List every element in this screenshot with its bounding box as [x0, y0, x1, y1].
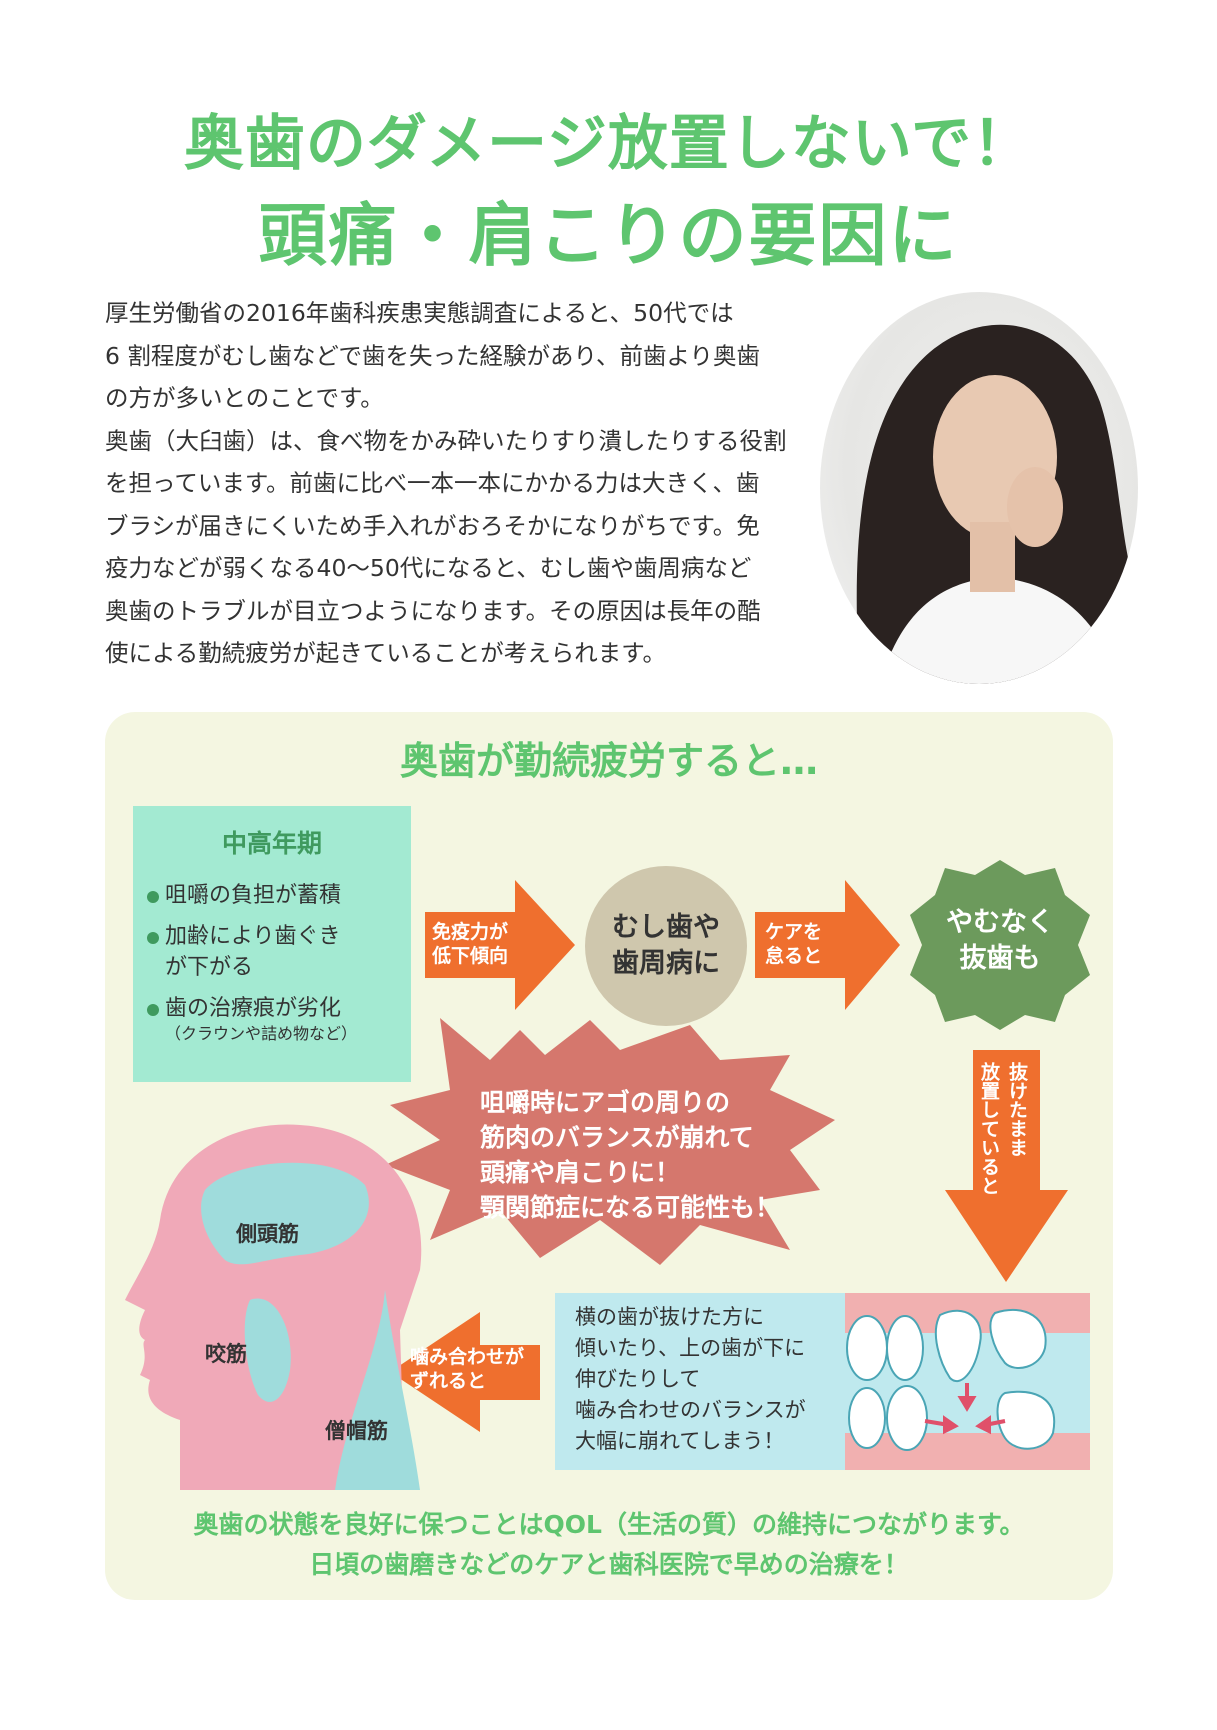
intro-line: 6 割程度がむし歯などで歯を失った経験があり、前歯より奥歯 [105, 341, 761, 370]
warning-line: 咀嚼時にアゴの周りの [480, 1088, 731, 1117]
bottom-message: 奥歯の状態を良好に保つことはQOL（生活の質）の維持につながります。 日頃の歯磨… [105, 1505, 1113, 1585]
arrow-left-line: 噛み合わせが [410, 1346, 525, 1368]
warning-line: 顎関節症になる可能性も！ [480, 1193, 781, 1222]
extraction-burst [910, 860, 1090, 1030]
arrow-right-icon [425, 880, 575, 1010]
teeth-text: 横の歯が抜けた方に 傾いたり、上の歯が下に 伸びたりして 噛み合わせのバランスが… [575, 1302, 806, 1457]
bubble-line: 歯周病に [612, 948, 720, 979]
arrow2-label-line: 怠ると [765, 945, 823, 967]
bubble-line: むし歯や [612, 912, 720, 943]
arrow-right-icon [755, 880, 900, 1010]
warning-line: 筋肉のバランスが崩れて [480, 1123, 754, 1152]
arrow-down-icon [945, 1050, 1068, 1282]
intro-line: 奥歯のトラブルが目立つようになります。その原因は長年の酷 [105, 596, 761, 625]
intro-line: を担っています。前歯に比べ一本一本にかかる力は大きく、歯 [105, 469, 760, 497]
teeth-line: 横の歯が抜けた方に [575, 1305, 764, 1329]
intro-line: 奥歯（大臼歯）は、食べ物をかみ砕いたりすり潰したりする役割 [105, 426, 787, 455]
arrow-left-icon [390, 1312, 540, 1432]
extraction-line: やむなく [946, 907, 1054, 938]
intro-line: 疫力などが弱くなる40～50代になると、むし歯や歯周病など [105, 554, 752, 582]
head-illustration [125, 1124, 422, 1490]
arrow2-label-line: ケアを [765, 921, 823, 943]
title-line2: 頭痛・肩こりの要因に [258, 197, 959, 276]
teeth-illustration [845, 1293, 1090, 1470]
arrow1-label: 免疫力が低下傾向 [432, 920, 508, 968]
label-temporal: 側頭筋 [236, 1222, 299, 1246]
arrow-left-line: ずれると [410, 1370, 487, 1392]
teeth-line: 大幅に崩れてしまう！ [575, 1429, 785, 1453]
bottom-line: 日頃の歯磨きなどのケアと歯科医院で早めの治療を！ [309, 1550, 909, 1579]
intro-line: 厚生労働省の2016年歯科疾患実態調査によると、50代では [105, 299, 734, 327]
bottom-line: 奥歯の状態を良好に保つことはQOL（生活の質）の維持につながります。 [193, 1510, 1025, 1539]
teeth-line: 噛み合わせのバランスが [575, 1398, 806, 1422]
arrow1-label-line: 免疫力が [432, 921, 509, 943]
arrow-down-line: 放置していると [978, 1062, 1000, 1195]
teeth-line: 伸びたりして [575, 1367, 701, 1391]
label-masseter: 咬筋 [205, 1342, 247, 1366]
warning-text: 咀嚼時にアゴの周りの 筋肉のバランスが崩れて 頭痛や肩こりに！ 顎関節症になる可… [480, 1085, 780, 1225]
teeth-line: 傾いたり、上の歯が下に [575, 1336, 806, 1360]
midlife-title: 中高年期 [221, 829, 322, 858]
extraction-line: 抜歯も [959, 943, 1041, 974]
warning-burst [385, 1018, 835, 1265]
arrow2-label: ケアを怠ると [765, 920, 822, 968]
warning-line: 頭痛や肩こりに！ [480, 1158, 681, 1187]
intro-line: の方が多いとのことです。 [105, 384, 384, 412]
intro-paragraph: 厚生労働省の2016年歯科疾患実態調査によると、50代では 6 割程度がむし歯な… [105, 292, 840, 675]
intro-line: ブラシが届きにくいため手入れがおろそかになりがちです。免 [105, 511, 760, 540]
arrow-left-label: 噛み合わせがずれると [410, 1345, 524, 1393]
midlife-note: （クラウンや詰め物など） [165, 1024, 358, 1043]
intro-line: 使による勤続疲労が起きていることが考えられます。 [105, 639, 666, 667]
panel-heading: 奥歯が勤続疲労すると… [399, 739, 818, 783]
midlife-item: 加齢により歯ぐきが下がる [147, 921, 347, 983]
arrow-down-label: 抜けたまま放置していると [975, 1062, 1031, 1195]
midlife-item-text: 歯の治療痕が劣化 [165, 996, 342, 1021]
midlife-item: 歯の治療痕が劣化 （クラウンや詰め物など） [147, 993, 411, 1044]
midlife-box: 中高年期 咀嚼の負担が蓄積 加齢により歯ぐきが下がる 歯の治療痕が劣化 （クラウン… [133, 806, 411, 1082]
arrow-down-line: 抜けたまま [1006, 1062, 1028, 1157]
caries-bubble: むし歯や歯周病に [585, 866, 747, 1026]
arrow1-label-line: 低下傾向 [432, 945, 509, 967]
extraction-text: やむなく抜歯も [910, 905, 1090, 977]
title-line1: 奥歯のダメージ放置しないで！ [183, 109, 1034, 179]
label-trapezius: 僧帽筋 [325, 1419, 388, 1443]
midlife-item: 咀嚼の負担が蓄積 [147, 880, 411, 911]
